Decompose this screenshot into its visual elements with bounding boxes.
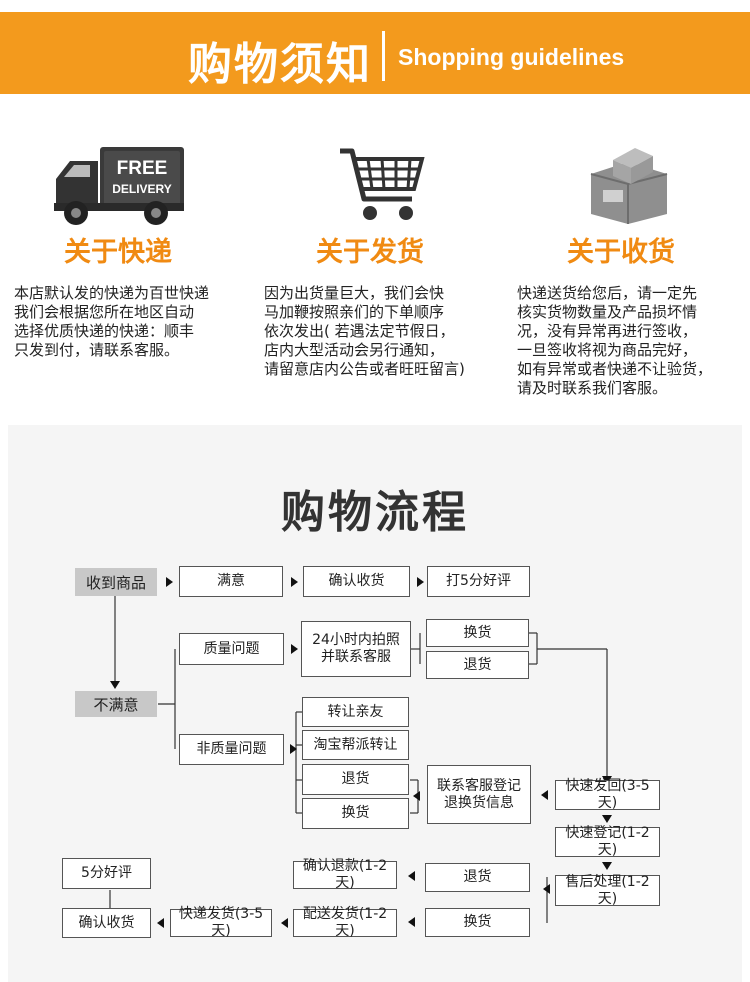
after-sale-step: 售后处理(1-2天) bbox=[555, 874, 660, 907]
arrow-left-icon bbox=[413, 791, 420, 801]
arrow-down-icon bbox=[602, 862, 612, 870]
arrow-left-icon bbox=[408, 917, 415, 927]
received-goods-step: 收到商品 bbox=[75, 568, 157, 596]
quality-issue-step: 质量问题 bbox=[179, 633, 284, 665]
truck-sign-free: FREE bbox=[117, 158, 168, 179]
exchange-step-2: 换货 bbox=[302, 798, 409, 829]
arrow-down-icon bbox=[602, 815, 612, 823]
banner-title: 购物须知 bbox=[188, 39, 372, 90]
rate-five-stars-step-2: 5分好评 bbox=[62, 858, 151, 889]
banner-subtitle: Shopping guidelines bbox=[398, 44, 625, 70]
flow-title: 购物流程 bbox=[281, 487, 469, 538]
column-text-shipping: 因为出货量巨大，我们会快 马加鞭按照亲们的下单顺序 依次发出( 若遇法定节假日，… bbox=[264, 284, 465, 378]
non-quality-issue-step: 非质量问题 bbox=[179, 734, 284, 765]
photo-contact-step: 24小时内拍照 并联系客服 bbox=[301, 621, 411, 677]
arrow-right-icon bbox=[291, 577, 298, 587]
satisfied-step: 满意 bbox=[179, 566, 283, 597]
banner-divider bbox=[382, 31, 385, 81]
contact-register-step: 联系客服登记 退换货信息 bbox=[427, 765, 531, 824]
confirm-receipt-step: 确认收货 bbox=[303, 566, 410, 597]
return-step-2: 退货 bbox=[302, 764, 409, 795]
arrow-left-icon bbox=[408, 871, 415, 881]
shopping-cart-icon bbox=[340, 148, 425, 220]
truck-sign-delivery: DELIVERY bbox=[112, 182, 172, 196]
rate-five-stars-step: 打5分好评 bbox=[427, 566, 530, 597]
arrow-right-icon bbox=[166, 577, 173, 587]
column-text-receiving: 快递送货给您后，请一定先 核实货物数量及产品损坏情 况，没有异常再进行签收， 一… bbox=[517, 284, 713, 397]
free-delivery-truck-icon: FREE DELIVERY bbox=[54, 147, 184, 225]
express-ship-step: 快递发货(3-5天) bbox=[170, 906, 272, 939]
arrow-left-icon bbox=[543, 884, 550, 894]
column-title-receiving: 关于收货 bbox=[567, 237, 675, 268]
arrow-down-icon bbox=[110, 681, 120, 689]
arrow-left-icon bbox=[157, 918, 164, 928]
package-box-icon bbox=[590, 148, 668, 224]
arrow-right-icon bbox=[417, 577, 424, 587]
header-banner: 购物须知 Shopping guidelines bbox=[0, 12, 750, 94]
express-register-step: 快速登记(1-2天) bbox=[555, 825, 660, 858]
express-return-step: 快速发回(3-5天) bbox=[555, 778, 660, 811]
transfer-friend-step: 转让亲友 bbox=[302, 697, 409, 727]
arrow-right-icon bbox=[290, 744, 297, 754]
column-title-shipping: 关于发货 bbox=[316, 237, 424, 268]
return-step-1: 退货 bbox=[426, 651, 529, 679]
ship-out-step: 配送发货(1-2天) bbox=[293, 906, 397, 939]
arrow-right-icon bbox=[291, 644, 298, 654]
column-text-express: 本店默认发的快递为百世快递 我们会根据您所在地区自动 选择优质快递的快递：顺丰 … bbox=[14, 284, 210, 359]
confirm-receipt-step-2: 确认收货 bbox=[62, 908, 151, 938]
taobao-transfer-step: 淘宝帮派转让 bbox=[302, 730, 409, 760]
unsatisfied-step: 不满意 bbox=[75, 691, 157, 717]
exchange-step-1: 换货 bbox=[426, 619, 529, 647]
column-title-express: 关于快递 bbox=[64, 237, 172, 268]
exchange-step-3: 换货 bbox=[425, 908, 530, 937]
arrow-left-icon bbox=[281, 918, 288, 928]
confirm-refund-step: 确认退款(1-2天) bbox=[293, 858, 397, 891]
return-step-3: 退货 bbox=[425, 863, 530, 892]
arrow-left-icon bbox=[541, 790, 548, 800]
